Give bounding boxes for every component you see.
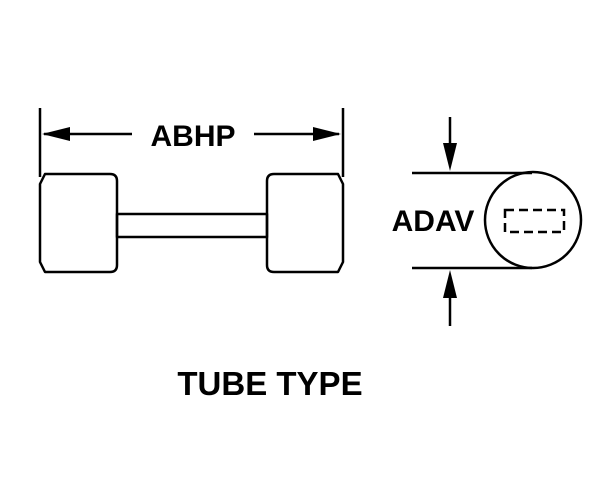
left-arrowhead-icon — [42, 127, 70, 141]
diameter-dimension — [412, 117, 532, 326]
diameter-dimension-label: ADAV — [392, 205, 475, 238]
length-dimension-label: ABHP — [150, 120, 235, 153]
tube-side-view — [38, 172, 345, 274]
hidden-feature-dashed-rect — [503, 208, 566, 234]
right-end-cap — [265, 172, 345, 274]
left-end-cap — [38, 172, 119, 274]
down-arrowhead-icon — [443, 143, 457, 171]
up-arrowhead-icon — [443, 270, 457, 298]
diagram-title: TUBE TYPE — [177, 365, 362, 402]
tube-body — [115, 212, 269, 239]
right-arrowhead-icon — [313, 127, 341, 141]
tube-end-view-circle — [483, 170, 583, 270]
